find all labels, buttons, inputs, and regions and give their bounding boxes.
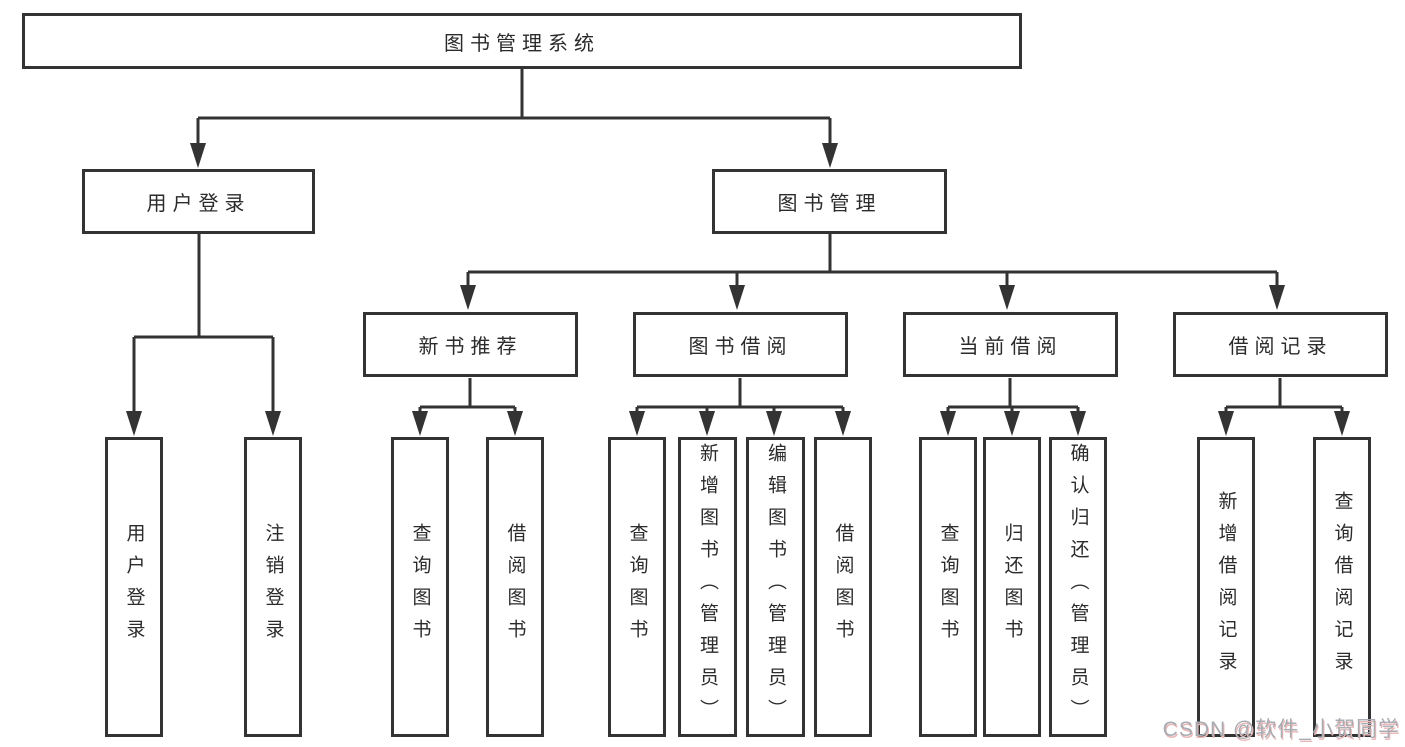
node-label: 编辑图书（管理员） xyxy=(765,443,786,731)
arrowhead xyxy=(940,411,956,436)
node-label: 查询图书 xyxy=(937,523,959,651)
node-query-books: 查询图书 xyxy=(919,437,977,737)
edges-user-login-branch xyxy=(126,234,281,436)
node-user-login: 用户登录 xyxy=(82,169,315,234)
edges-book-management-to-level3 xyxy=(460,234,1285,310)
node-label: 新书推荐 xyxy=(418,336,523,358)
arrowhead xyxy=(835,411,851,436)
arrowhead xyxy=(629,411,645,436)
node-label: 新增借阅记录 xyxy=(1215,491,1237,683)
node-label: 新增图书（管理员） xyxy=(697,443,718,731)
arrowhead xyxy=(265,411,281,436)
arrowhead xyxy=(1218,411,1234,436)
node-confirm-return-admin: 确认归还（管理员） xyxy=(1049,437,1107,737)
node-user-login-leaf: 用户登录 xyxy=(105,437,163,737)
edges-borrowing-records-branch xyxy=(1218,378,1350,436)
arrowhead xyxy=(126,411,142,436)
node-label: 用户登录 xyxy=(146,193,251,215)
edges-root-to-level2 xyxy=(190,69,838,168)
arrowhead xyxy=(507,411,523,436)
edges-book-borrowing-branch xyxy=(629,378,851,436)
edges-current-borrowing-branch xyxy=(940,378,1086,436)
arrowhead xyxy=(822,143,838,168)
arrowhead xyxy=(766,411,782,436)
watermark: CSDN @软件_小贺同学 xyxy=(1162,718,1400,741)
node-logout: 注销登录 xyxy=(244,437,302,737)
node-label: 借阅图书 xyxy=(504,523,526,651)
node-label: 借阅记录 xyxy=(1228,336,1333,358)
arrowhead xyxy=(999,285,1015,310)
arrowhead xyxy=(412,411,428,436)
node-query-books: 查询图书 xyxy=(608,437,666,737)
node-current-borrowing: 当前借阅 xyxy=(903,312,1118,377)
node-label: 借阅图书 xyxy=(832,523,854,651)
node-label: 图书管理系统 xyxy=(444,32,600,55)
node-edit-book-admin: 编辑图书（管理员） xyxy=(746,437,805,737)
arrowhead xyxy=(729,285,745,310)
node-label: 查询图书 xyxy=(626,523,648,651)
node-return-book: 归还图书 xyxy=(983,437,1041,737)
arrowhead xyxy=(1004,411,1020,436)
arrowhead xyxy=(1269,285,1285,310)
node-new-book-recommendation: 新书推荐 xyxy=(363,312,578,377)
node-book-management: 图书管理 xyxy=(712,169,947,234)
node-borrow-books: 借阅图书 xyxy=(814,437,872,737)
node-label: 图书借阅 xyxy=(688,336,793,358)
arrowhead xyxy=(699,411,715,436)
node-label: 用户登录 xyxy=(123,523,145,651)
arrowhead xyxy=(1334,411,1350,436)
node-add-book-admin: 新增图书（管理员） xyxy=(678,437,737,737)
node-book-borrowing: 图书借阅 xyxy=(633,312,848,377)
node-borrow-books: 借阅图书 xyxy=(486,437,544,737)
node-label: 当前借阅 xyxy=(958,336,1063,358)
node-add-borrow-record: 新增借阅记录 xyxy=(1197,437,1255,737)
node-label: 归还图书 xyxy=(1001,523,1023,651)
node-borrowing-records: 借阅记录 xyxy=(1173,312,1388,377)
node-label: 查询图书 xyxy=(409,523,431,651)
node-query-borrow-record: 查询借阅记录 xyxy=(1313,437,1371,737)
arrowhead xyxy=(190,143,206,168)
node-library-management-system: 图书管理系统 xyxy=(22,13,1022,69)
node-query-books: 查询图书 xyxy=(391,437,449,737)
node-label: 确认归还（管理员） xyxy=(1067,443,1089,731)
arrowhead xyxy=(460,285,476,310)
arrowhead xyxy=(1070,411,1086,436)
edges-new-book-recommendation-branch xyxy=(412,378,523,436)
node-label: 注销登录 xyxy=(262,523,284,651)
node-label: 图书管理 xyxy=(777,193,882,215)
node-label: 查询借阅记录 xyxy=(1331,491,1353,683)
